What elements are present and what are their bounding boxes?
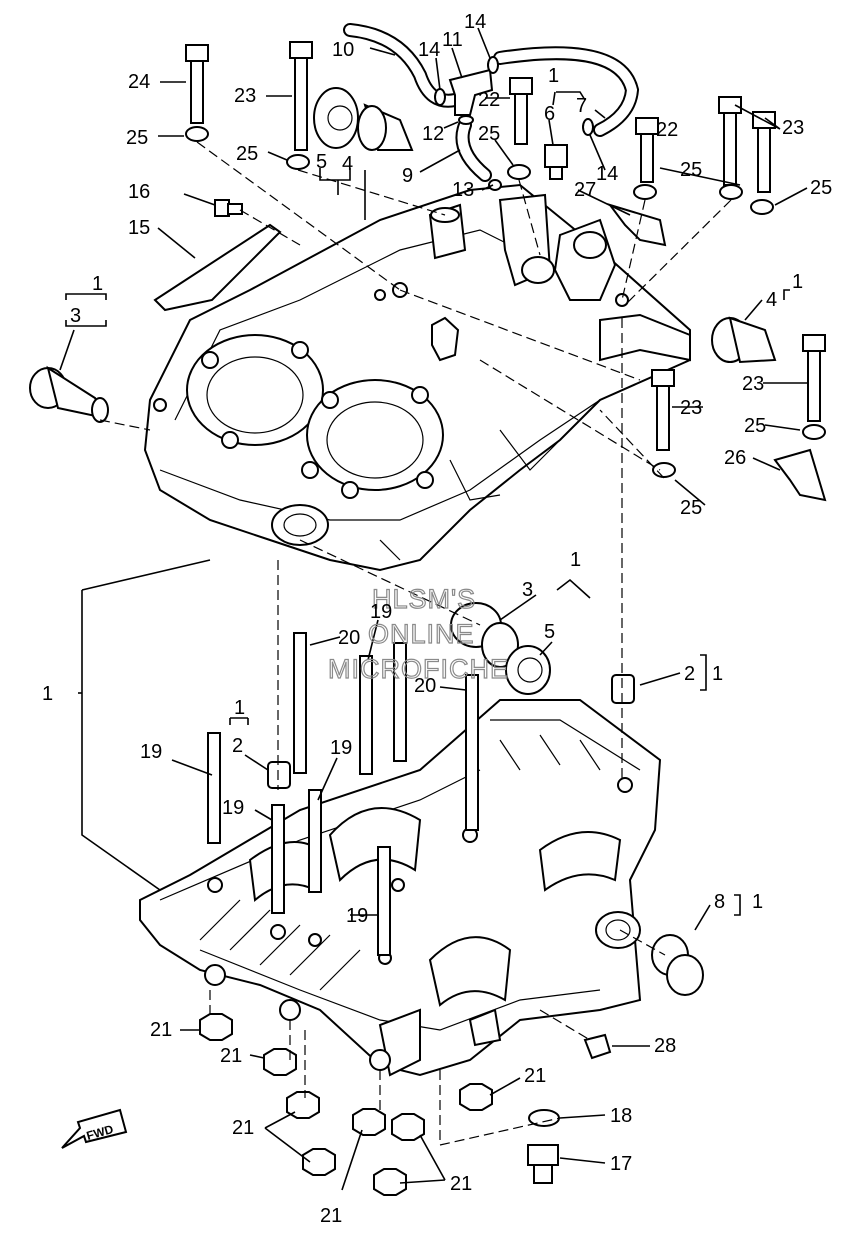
callout-1: 1 [792,271,803,293]
callout-1: 1 [712,663,723,685]
leader-lines [59,27,808,1191]
callout-1: 1 [234,697,245,719]
callout-1: 1 [548,65,559,87]
callout-21: 21 [232,1117,254,1139]
callout-21: 21 [320,1205,342,1227]
callout-5: 5 [316,151,327,173]
watermark-line-2: ONLINE [368,619,475,649]
callout-12: 12 [422,123,444,145]
callout-19: 19 [370,601,392,623]
callout-9: 9 [402,165,413,187]
callout-23: 23 [680,397,702,419]
callout-22: 22 [478,89,500,111]
assembly-lines [99,141,732,1146]
callout-27: 27 [574,179,596,201]
callout-1: 1 [92,273,103,295]
callout-25: 25 [680,159,702,181]
callout-20: 20 [414,675,436,697]
callout-19: 19 [346,905,368,927]
callout-4: 4 [342,153,353,175]
callout-25: 25 [744,415,766,437]
callout-25: 25 [810,177,832,199]
callout-14: 14 [418,39,440,61]
callout-23: 23 [782,117,804,139]
callout-21: 21 [150,1019,172,1041]
callout-8: 8 [714,891,725,913]
callout-24: 24 [128,71,150,93]
watermark-line-1: HLSM'S [372,584,476,614]
callout-6: 6 [544,103,555,125]
callout-21: 21 [524,1065,546,1087]
upper-crankcase [143,183,691,572]
callout-2: 2 [232,735,243,757]
callout-2: 2 [684,663,695,685]
callout-23: 23 [742,373,764,395]
nuts [153,223,612,1196]
callout-25: 25 [478,123,500,145]
callout-5: 5 [544,621,555,643]
callout-13: 13 [452,179,474,201]
callout-14: 14 [464,11,486,33]
fwd-arrow: FWD [61,1108,128,1149]
watermark: HLSM'S ONLINE MICROFICHE [327,583,509,684]
callout-21: 21 [450,1173,472,1195]
callout-28: 28 [654,1035,676,1057]
hoses [343,23,640,191]
callout-18: 18 [610,1105,632,1127]
callout-11: 11 [442,29,463,51]
callout-21: 21 [220,1045,242,1067]
callout-3: 3 [70,305,81,327]
studs [207,632,479,956]
callout-19: 19 [140,741,162,763]
callout-20: 20 [338,627,360,649]
callout-25: 25 [126,127,148,149]
callout-15: 15 [128,217,150,239]
callout-10: 10 [332,39,354,61]
callout-19: 19 [222,797,244,819]
callout-23: 23 [234,85,256,107]
callout-4: 4 [766,289,777,311]
callout-1: 1 [42,683,53,705]
callout-16: 16 [128,181,150,203]
callout-1: 1 [752,891,763,913]
watermark-line-3: MICROFICHE [328,654,509,684]
callout-25: 25 [236,143,258,165]
callout-17: 17 [610,1153,632,1175]
callout-3: 3 [522,579,533,601]
bolts [185,41,827,502]
callout-25: 25 [680,497,702,519]
callout-7: 7 [576,95,587,117]
callout-26: 26 [724,447,746,469]
callout-19: 19 [330,737,352,759]
callout-1: 1 [570,549,581,571]
callout-14: 14 [596,163,618,185]
bearings-seals [29,87,777,996]
callout-22: 22 [656,119,678,141]
callout-labels: 10 14 11 14 24 23 22 1 7 6 12 25 25 5 4 … [42,11,832,1227]
